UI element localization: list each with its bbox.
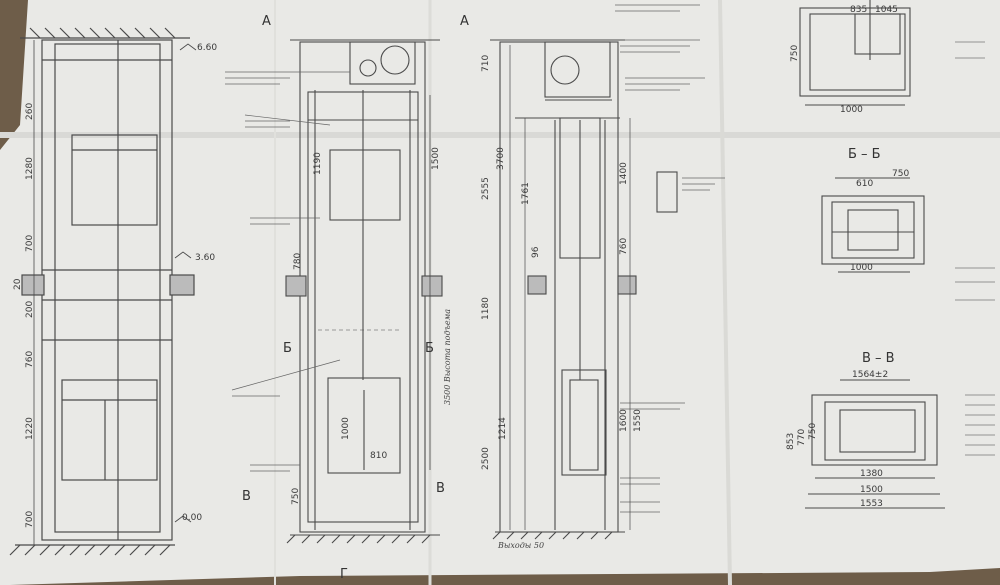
svg-text:1214: 1214 — [498, 417, 508, 440]
plan-vv — [805, 379, 945, 509]
svg-text:780: 780 — [293, 253, 303, 270]
svg-text:1761: 1761 — [521, 182, 531, 205]
section-label-b-left: Б — [283, 341, 292, 356]
svg-text:20: 20 — [13, 278, 23, 290]
section-label-a1: А — [262, 14, 271, 29]
svg-text:710: 710 — [481, 55, 491, 72]
plan-top — [799, 0, 911, 106]
svg-text:260: 260 — [25, 103, 35, 120]
plan-bb-dims: 750 610 1000 — [850, 169, 909, 273]
svg-text:1550: 1550 — [633, 409, 643, 432]
section-label-bb: Б – Б — [848, 147, 881, 162]
svg-text:835: 835 — [850, 5, 867, 15]
elevation-mid: 3.60 — [195, 253, 215, 263]
lift-height-label: 3500 Высота подъема — [443, 309, 452, 405]
svg-text:1280: 1280 — [25, 157, 35, 180]
svg-text:2500: 2500 — [481, 447, 491, 470]
svg-text:1000: 1000 — [840, 105, 863, 115]
left-view-dims: 260 1280 700 20 200 760 1220 700 — [13, 103, 35, 528]
svg-text:1000: 1000 — [341, 417, 351, 440]
svg-text:1180: 1180 — [481, 297, 491, 320]
section-g-drawing — [490, 39, 678, 540]
svg-text:760: 760 — [619, 238, 629, 255]
svg-text:1220: 1220 — [25, 417, 35, 440]
svg-text:96: 96 — [531, 246, 541, 258]
svg-text:770: 770 — [797, 429, 807, 446]
section-label-vv: В – В — [862, 351, 895, 366]
svg-text:3700: 3700 — [496, 147, 506, 170]
svg-text:1400: 1400 — [619, 162, 629, 185]
svg-text:2555: 2555 — [481, 177, 491, 200]
svg-text:750: 750 — [808, 423, 818, 440]
svg-text:1600: 1600 — [619, 409, 629, 432]
svg-text:200: 200 — [25, 301, 35, 318]
svg-text:1553: 1553 — [860, 499, 883, 509]
svg-text:1000: 1000 — [850, 263, 873, 273]
svg-text:1380: 1380 — [860, 469, 883, 479]
plan-top-dims: 835 1045 750 1000 — [790, 5, 898, 115]
section-label-b-right: Б — [425, 341, 434, 356]
svg-text:700: 700 — [25, 235, 35, 252]
section-label-v-left: В — [242, 489, 251, 504]
leader-annotations — [225, 4, 725, 513]
right-notes — [955, 41, 995, 456]
plan-vv-dims: 1564±2 1380 1500 1553 853 770 750 — [786, 370, 888, 509]
svg-text:1045: 1045 — [875, 5, 898, 15]
section-a-drawing — [285, 39, 443, 544]
section-label-a2: А — [460, 14, 469, 29]
svg-text:853: 853 — [786, 433, 796, 450]
svg-text:700: 700 — [25, 511, 35, 528]
svg-text:750: 750 — [892, 169, 909, 179]
bottom-note: Выходы 50 — [497, 541, 544, 550]
svg-text:1500: 1500 — [860, 485, 883, 495]
left-elevation — [9, 27, 197, 556]
svg-text:1500: 1500 — [431, 147, 441, 170]
elevation-bottom: 0.00 — [182, 513, 202, 523]
svg-text:1564±2: 1564±2 — [852, 370, 888, 380]
svg-text:760: 760 — [25, 351, 35, 368]
svg-text:750: 750 — [291, 488, 301, 505]
plan-bb — [821, 177, 925, 273]
svg-text:1190: 1190 — [313, 152, 323, 175]
section-label-v-right: В — [436, 481, 445, 496]
svg-text:750: 750 — [790, 45, 800, 62]
svg-text:610: 610 — [856, 179, 873, 189]
section-g-dims: 710 2555 3700 1761 96 1180 2500 1214 140… — [481, 55, 643, 470]
section-a-dims: 1190 780 750 1500 1000 810 — [291, 147, 441, 505]
svg-text:810: 810 — [370, 451, 387, 461]
elevation-top: 6.60 — [197, 43, 217, 53]
section-label-g: Г — [340, 567, 348, 582]
